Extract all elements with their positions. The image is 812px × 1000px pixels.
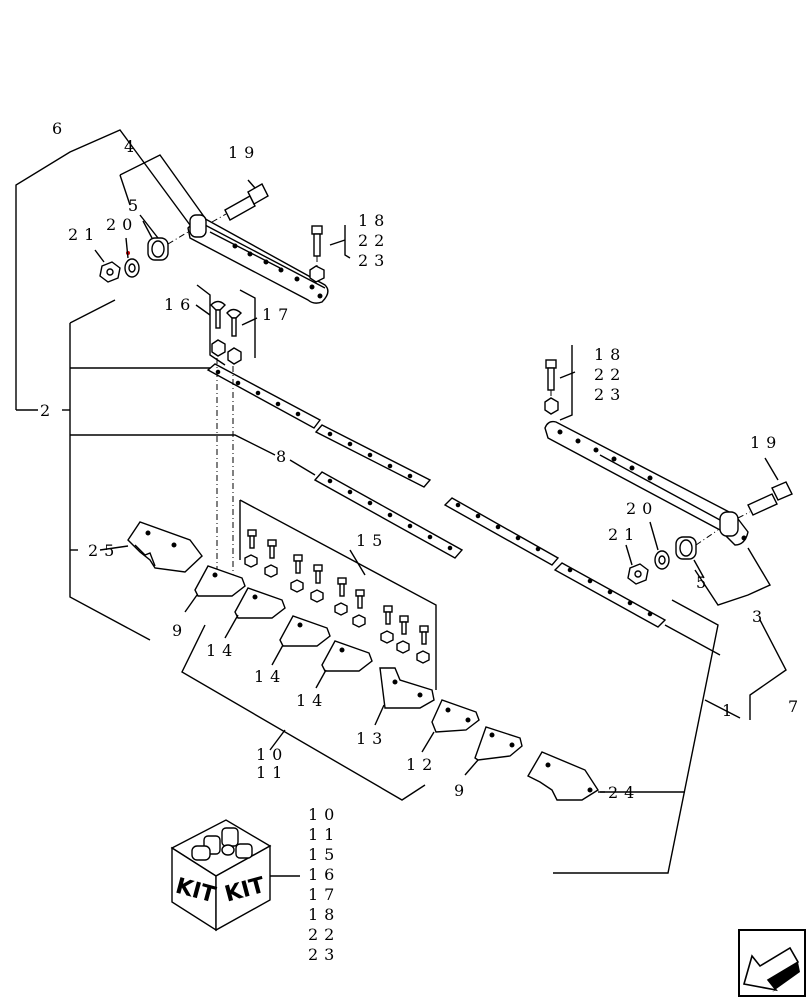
callout-25: 25 xyxy=(88,541,120,560)
callout-10: 10 xyxy=(256,745,288,764)
callout-14-c: 14 xyxy=(296,691,328,710)
bolt-19-right xyxy=(737,457,793,519)
callout-20-right: 20 xyxy=(626,499,658,518)
callout-13: 13 xyxy=(356,729,388,748)
knife-section-12 xyxy=(431,699,480,733)
kit-item: 22 xyxy=(308,925,340,944)
knife-bar-right-lower xyxy=(443,497,667,628)
section-bolt xyxy=(337,577,347,597)
knife-head-left-holes xyxy=(232,243,323,299)
knife-section-9b xyxy=(474,726,523,761)
callout-23-right: 23 xyxy=(594,385,626,404)
callout-8: 8 xyxy=(276,447,292,466)
section-bolts-nuts xyxy=(244,529,430,664)
knife-section-9a xyxy=(194,565,246,597)
section-nut xyxy=(352,614,366,628)
kit-item-list: 10 11 15 16 17 18 22 23 xyxy=(308,805,340,964)
section-nut xyxy=(290,579,304,593)
bolts-16-17 xyxy=(195,284,258,366)
section-bolt xyxy=(247,529,257,549)
callout-4: 4 xyxy=(124,137,140,156)
callout-19-left: 19 xyxy=(228,143,260,162)
callout-12: 12 xyxy=(406,755,438,774)
knife-section-24 xyxy=(527,751,599,801)
callout-21-left: 21 xyxy=(68,225,100,244)
knife-bar-upper xyxy=(206,363,432,488)
knife-head-left xyxy=(187,214,329,304)
callout-17: 17 xyxy=(262,305,294,324)
section-nut xyxy=(416,650,430,664)
kit-item: 18 xyxy=(308,905,340,924)
section-nut xyxy=(396,640,410,654)
section-nut xyxy=(310,589,324,603)
callout-9-right: 9 xyxy=(454,781,470,800)
callout-18-right: 18 xyxy=(594,345,626,364)
bolt-19-left xyxy=(211,179,269,223)
callout-22-right: 22 xyxy=(594,365,626,384)
bolt-nut-18-22-23-right xyxy=(544,345,576,421)
callout-23-left: 23 xyxy=(358,251,390,270)
callout-20-left: 20 xyxy=(106,215,138,234)
callout-labels: 6 4 19 5 20 21 18 22 23 16 17 2 8 18 22 … xyxy=(40,119,804,802)
kit-item: 10 xyxy=(308,805,340,824)
callout-21-right: 21 xyxy=(608,525,640,544)
callout-24: 24 xyxy=(608,783,640,802)
callout-7: 7 xyxy=(788,697,804,716)
callout-16: 16 xyxy=(164,295,196,314)
spacer-washer-nut-left xyxy=(94,220,189,283)
callout-14-a: 14 xyxy=(206,641,238,660)
knife-section-13 xyxy=(379,667,435,709)
section-nut xyxy=(334,602,348,616)
callout-18-left: 18 xyxy=(358,211,390,230)
knife-section-25 xyxy=(127,521,203,573)
callout-lines-left xyxy=(15,129,276,641)
bolt-nut-18-22-23-left xyxy=(309,225,351,283)
callout-1: 1 xyxy=(722,701,738,720)
knife-bar-8 xyxy=(289,459,464,559)
section-bolt xyxy=(267,539,277,559)
callout-9-left: 9 xyxy=(172,621,188,640)
knife-head-right xyxy=(544,420,749,546)
kit-item: 23 xyxy=(308,945,340,964)
leader-lines-sections xyxy=(99,545,605,793)
section-bolt xyxy=(383,605,393,625)
section-bolt xyxy=(355,589,365,609)
knife-section-14a xyxy=(234,587,286,619)
callout-14-b: 14 xyxy=(254,667,286,686)
kit-box-icon: KIT KIT xyxy=(170,819,300,932)
arrow-bottom-left-icon[interactable] xyxy=(738,929,806,997)
callout-11: 11 xyxy=(256,763,288,782)
callout-lines-right xyxy=(553,547,787,874)
section-bolt xyxy=(293,554,303,574)
knife-section-14c xyxy=(321,640,373,672)
spacer-washer-nut-right xyxy=(625,521,719,585)
kit-item: 15 xyxy=(308,845,340,864)
callout-19-right: 19 xyxy=(750,433,782,452)
section-bolt xyxy=(313,564,323,584)
callout-lines-10-11 xyxy=(181,624,426,801)
callout-2: 2 xyxy=(40,401,56,420)
callout-22-left: 22 xyxy=(358,231,390,250)
callout-6: 6 xyxy=(52,119,68,138)
callout-5-left: 5 xyxy=(128,196,144,215)
section-bolt xyxy=(399,615,409,635)
kit-contents-icon xyxy=(191,827,253,861)
callout-5-right: 5 xyxy=(696,573,712,592)
section-group-15 xyxy=(239,499,437,690)
section-bolt xyxy=(419,625,429,645)
section-nut xyxy=(380,630,394,644)
section-nut xyxy=(244,554,258,568)
kit-item: 16 xyxy=(308,865,340,884)
kit-item: 17 xyxy=(308,885,340,904)
callout-3: 3 xyxy=(752,607,768,626)
callout-15: 15 xyxy=(356,531,388,550)
kit-item: 11 xyxy=(308,825,340,844)
knife-section-14b xyxy=(279,615,331,647)
section-nut xyxy=(264,564,278,578)
